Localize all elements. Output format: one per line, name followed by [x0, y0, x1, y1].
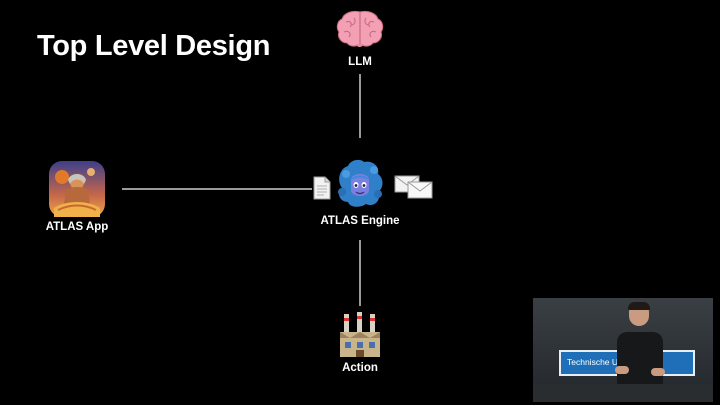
llm-label: LLM [348, 56, 372, 68]
speaker-webcam: Technische U chen [533, 298, 713, 402]
atlas-avatar-icon [338, 159, 383, 207]
document-icon [313, 176, 331, 200]
connector-llm-engine [359, 74, 361, 138]
connector-engine-action [359, 240, 361, 306]
action-label: Action [342, 362, 378, 374]
action-node: Action [330, 310, 390, 374]
atlas-app-node: ATLAS App [40, 160, 114, 233]
brain-icon [336, 10, 384, 47]
messages-node [394, 174, 434, 200]
atlas-engine-label: ATLAS Engine [320, 215, 400, 227]
envelopes-icon [394, 175, 433, 199]
atlas-engine-node: ATLAS Engine [312, 158, 408, 227]
slide-title: Top Level Design [37, 30, 271, 62]
factory-icon [340, 312, 380, 357]
connector-app-engine [122, 188, 312, 190]
llm-node: LLM [334, 8, 386, 68]
atlas-app-label: ATLAS App [45, 221, 109, 233]
atlas-app-icon [49, 161, 105, 217]
document-node [312, 176, 332, 200]
webcam-floor [533, 384, 713, 402]
